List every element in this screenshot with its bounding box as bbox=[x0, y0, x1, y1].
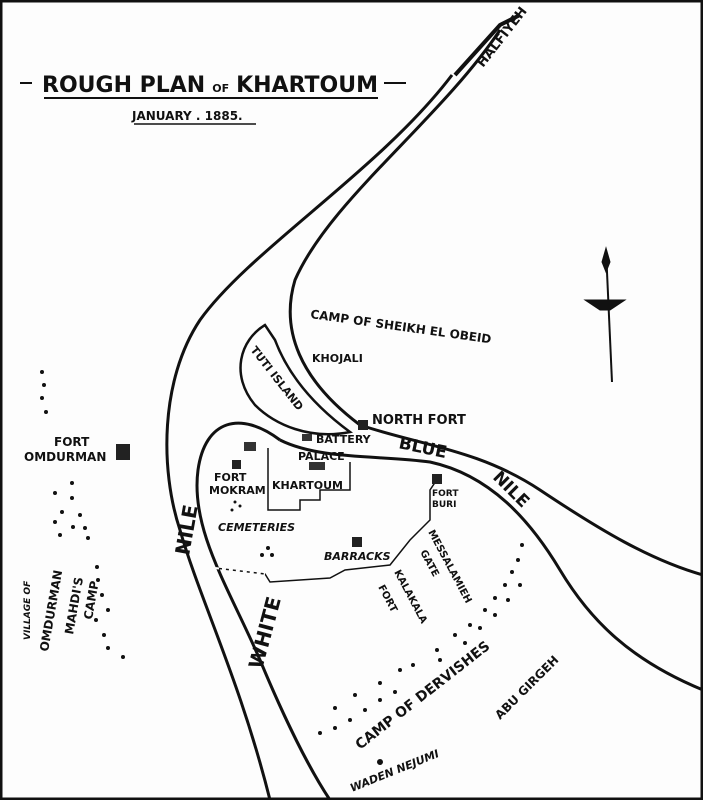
label-waden-nejumi: WADEN NEJUMI bbox=[348, 747, 441, 795]
label-fort-omdurman-2: OMDURMAN bbox=[24, 450, 106, 464]
label-khartoum-town: KHARTOUM bbox=[272, 479, 343, 492]
nile-east-bank bbox=[288, 29, 703, 577]
defence-dashed bbox=[214, 567, 266, 575]
palace-icon bbox=[309, 462, 325, 470]
fort-mokram-icon bbox=[232, 460, 241, 469]
camp-dots bbox=[40, 370, 524, 765]
title-of: OF bbox=[212, 82, 229, 95]
label-camp-sheikh: CAMP OF SHEIKH EL OBEID bbox=[310, 307, 493, 346]
label-fort-mokram-2: MOKRAM bbox=[209, 484, 266, 497]
label-kalakala-fort: FORT bbox=[375, 583, 399, 614]
label-white-nile-white: WHITE bbox=[244, 594, 286, 671]
battery-2-icon bbox=[302, 434, 312, 441]
fort-omdurman-icon bbox=[116, 444, 130, 460]
nile-west-bank bbox=[165, 74, 454, 800]
label-cemeteries: CEMETERIES bbox=[218, 521, 295, 534]
title-rough-plan: ROUGH PLAN bbox=[42, 73, 205, 98]
title-date: JANUARY . 1885. bbox=[131, 109, 243, 123]
title-khartoum: KHARTOUM bbox=[236, 73, 378, 98]
fort-buri-icon bbox=[432, 474, 442, 484]
label-palace: PALACE bbox=[298, 450, 345, 463]
label-barracks: BARRACKS bbox=[324, 550, 391, 563]
label-abu-girgeh: ABU GIRGEH bbox=[492, 653, 561, 722]
label-kalakala: KALAKALA bbox=[391, 568, 429, 626]
label-fort-mokram-1: FORT bbox=[214, 471, 247, 484]
north-arrow-icon bbox=[583, 246, 627, 383]
title-line: ROUGH PLAN OF KHARTOUM bbox=[42, 73, 378, 98]
label-north-fort: NORTH FORT bbox=[372, 413, 466, 428]
label-village-of: VILLAGE OF bbox=[23, 580, 33, 640]
tuti-island bbox=[239, 323, 354, 436]
label-fort-buri-2: BURI bbox=[432, 500, 456, 510]
label-camp-of-dervishes: CAMP OF DERVISHES bbox=[353, 638, 494, 753]
map-title: ROUGH PLAN OF KHARTOUM JANUARY . 1885. bbox=[20, 73, 406, 125]
label-halfiyeh: HALFIYEH bbox=[474, 4, 530, 70]
label-camp: CAMP bbox=[81, 580, 102, 621]
label-fort-buri-1: FORT bbox=[432, 489, 459, 499]
halfiyeh-bank bbox=[453, 13, 521, 77]
label-khojali: KHOJALI bbox=[312, 352, 363, 365]
battery-icon bbox=[244, 442, 256, 451]
blue-nile-south-bank bbox=[279, 438, 703, 692]
label-battery: BATTERY bbox=[316, 433, 372, 446]
label-fort-omdurman-1: FORT bbox=[54, 435, 90, 449]
north-fort-icon bbox=[358, 420, 368, 430]
south-defence-line bbox=[214, 474, 441, 583]
barracks-icon bbox=[352, 537, 362, 547]
label-omdurman-village: OMDURMAN bbox=[37, 569, 65, 653]
town-wall bbox=[267, 448, 351, 511]
